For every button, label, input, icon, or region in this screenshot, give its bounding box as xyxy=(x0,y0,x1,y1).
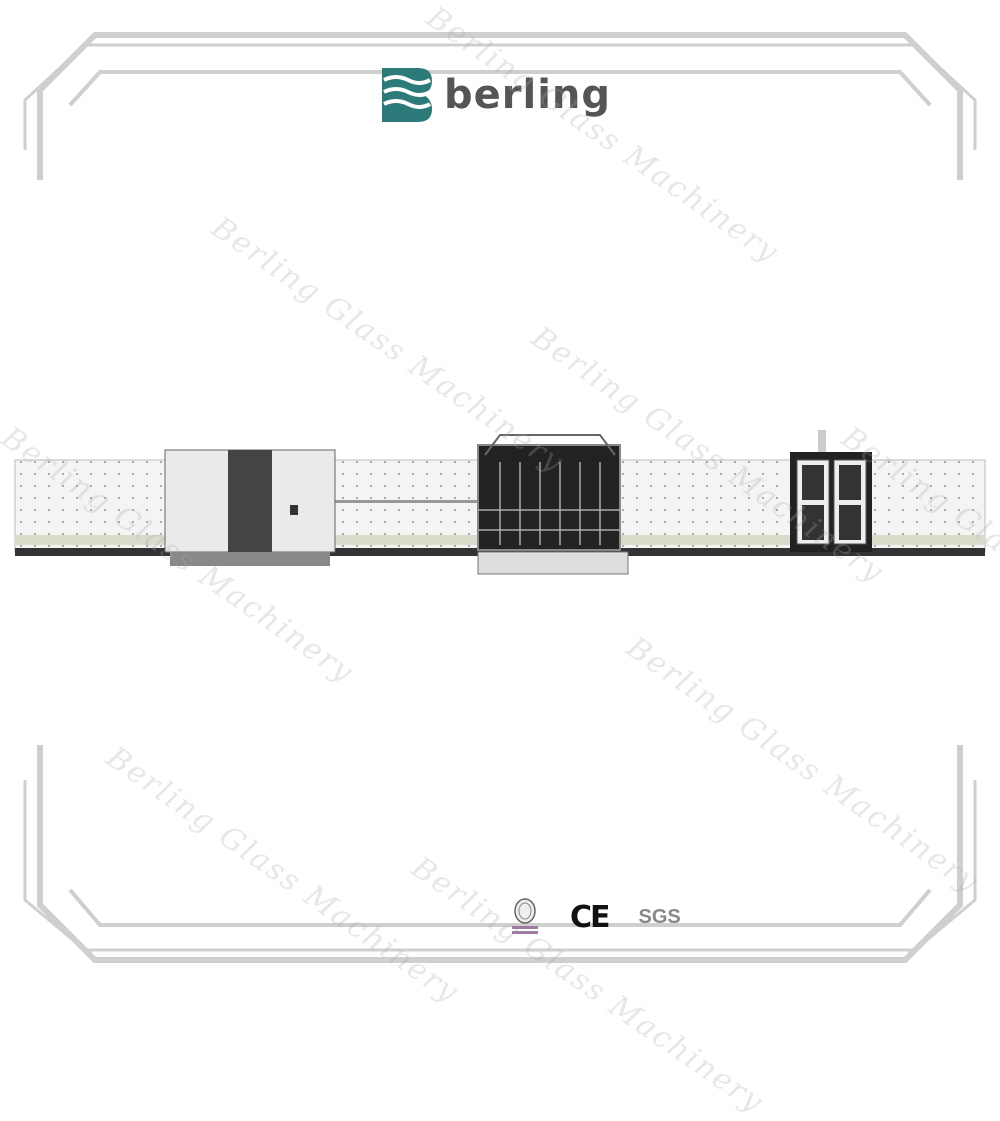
berling-logo-icon xyxy=(382,68,432,122)
decorative-frame xyxy=(23,32,977,963)
ce-mark: CE xyxy=(570,899,610,935)
brand-name: berling xyxy=(444,72,612,118)
brand-logo: berling xyxy=(382,68,611,122)
certifications: CE SGS xyxy=(510,898,681,936)
product-image-glass-line xyxy=(14,430,986,575)
sgs-mark: SGS xyxy=(638,905,681,928)
bureau-veritas-seal-icon xyxy=(512,898,538,934)
